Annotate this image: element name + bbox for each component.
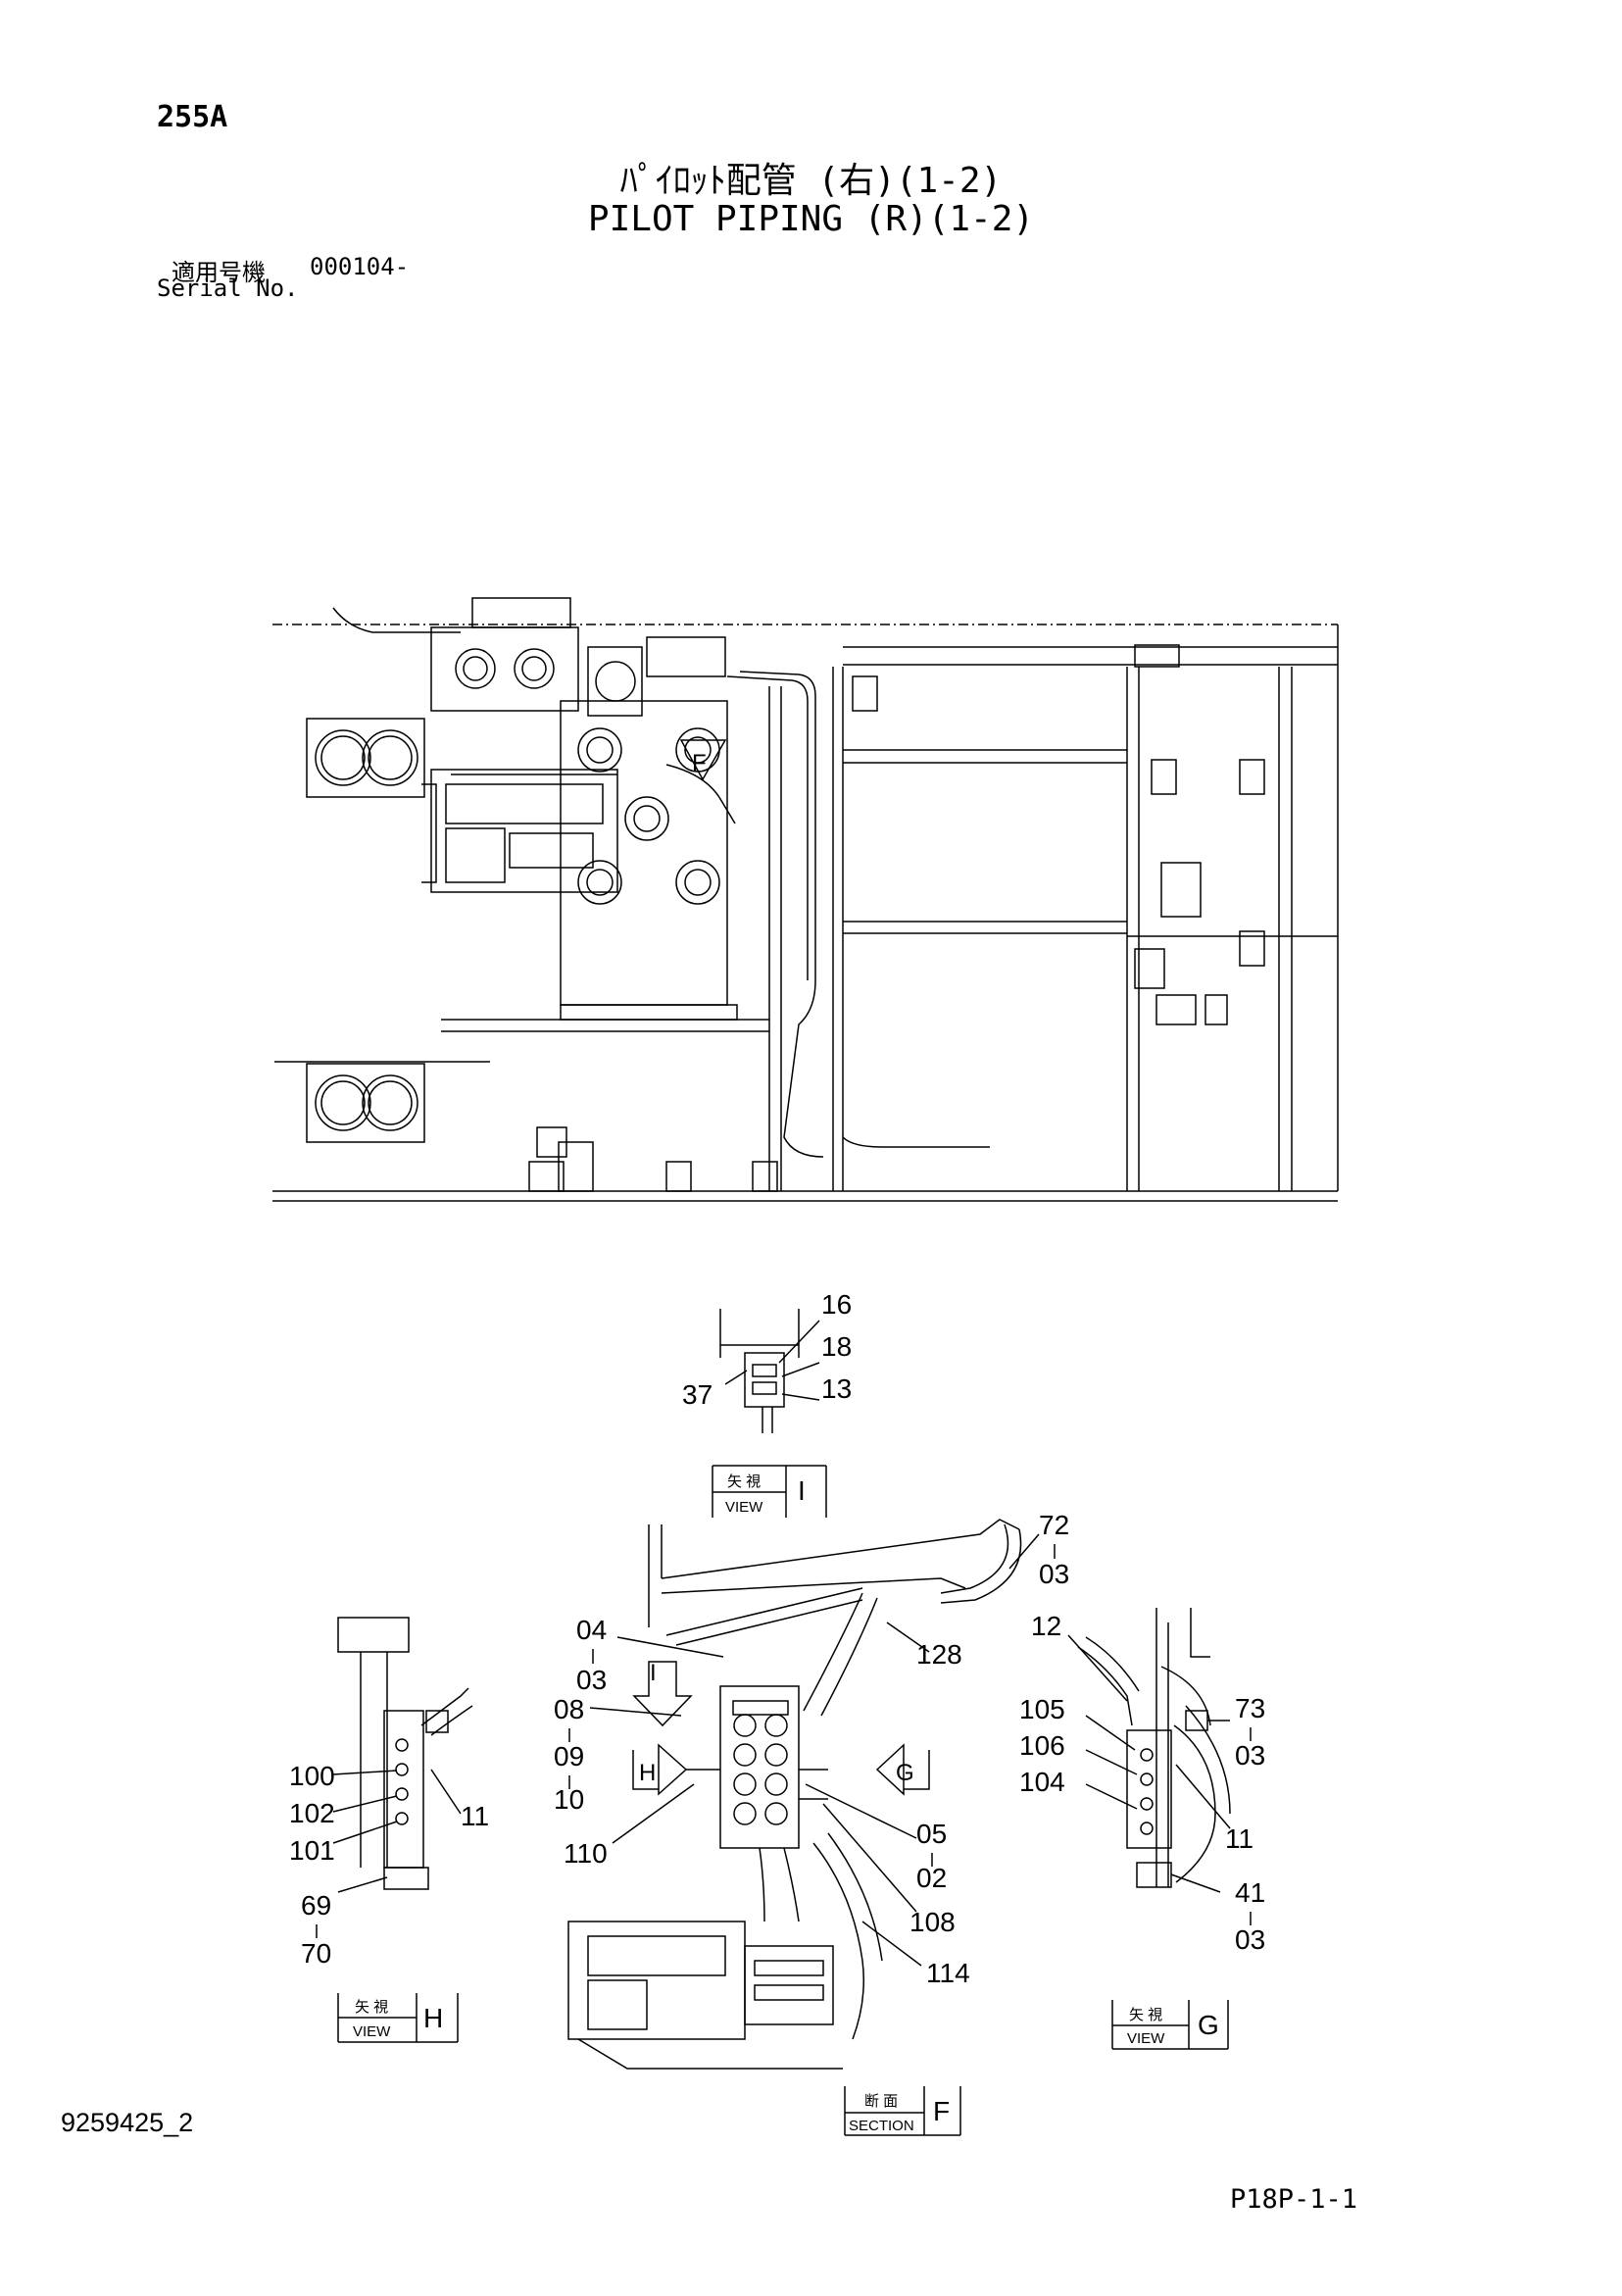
view-h-assembly <box>332 1617 473 1893</box>
section-f-box <box>844 2086 961 2136</box>
view-i-label-jp: 矢 視 <box>727 1473 761 1490</box>
callout-73-sub: 03 <box>1235 1740 1265 1771</box>
callout-105: 105 <box>1019 1694 1065 1724</box>
view-h-letter: H <box>423 2003 443 2033</box>
callout-73: 73 <box>1235 1693 1265 1723</box>
detail-top-assembly <box>719 1309 820 1433</box>
callout-12: 12 <box>1031 1611 1061 1641</box>
callout-114: 114 <box>926 1958 970 1988</box>
callout-102: 102 <box>289 1798 335 1828</box>
page-reference: P18P-1-1 <box>1230 2184 1358 2215</box>
callout-70: 70 <box>301 1938 331 1969</box>
callout-18: 18 <box>821 1331 852 1362</box>
callout-09: 09 <box>554 1741 584 1772</box>
callout-108: 108 <box>909 1907 956 1937</box>
callout-37: 37 <box>682 1379 713 1410</box>
section-f-assembly <box>567 1519 1040 2070</box>
main-plan-view <box>272 597 1339 1202</box>
callout-72: 72 <box>1039 1510 1069 1540</box>
view-h-label-jp: 矢 視 <box>355 1999 388 2016</box>
view-g-box <box>1111 2000 1229 2050</box>
callout-08: 08 <box>554 1694 584 1724</box>
title-english: PILOT PIPING (R)(1-2) <box>587 199 1035 239</box>
callout-69: 69 <box>301 1890 331 1921</box>
callout-41: 41 <box>1235 1877 1265 1908</box>
callout-05: 05 <box>916 1819 947 1849</box>
section-f-letter: F <box>933 2096 950 2126</box>
view-mark-i: I <box>650 1660 657 1686</box>
callout-128: 128 <box>916 1639 962 1670</box>
section-f-label-en: SECTION <box>849 2118 914 2134</box>
view-g-label-en: VIEW <box>1127 2030 1165 2047</box>
serial-label-english: Serial No. <box>157 275 299 302</box>
view-g-assembly <box>1067 1608 1231 1893</box>
callout-110: 110 <box>564 1838 608 1869</box>
view-mark-h: H <box>639 1760 656 1786</box>
serial-label-japanese: 適用号機 <box>172 259 266 286</box>
section-f-label-jp: 断 面 <box>864 2093 898 2110</box>
view-g-label-jp: 矢 視 <box>1129 2007 1162 2023</box>
callout-04-sub: 03 <box>576 1665 607 1695</box>
view-i-letter: I <box>798 1475 806 1506</box>
callout-16: 16 <box>821 1289 852 1320</box>
callout-11-view-g: 11 <box>1225 1823 1253 1854</box>
callout-106: 106 <box>1019 1730 1065 1761</box>
callout-04: 04 <box>576 1615 607 1645</box>
view-i-label-en: VIEW <box>725 1499 763 1516</box>
view-mark-g: G <box>896 1760 914 1786</box>
model-code: 255A <box>157 100 228 134</box>
callout-101: 101 <box>289 1835 335 1866</box>
callout-104: 104 <box>1019 1767 1065 1797</box>
title-japanese: ﾊﾟｲﾛｯﾄ配管 (右)(1-2) <box>619 161 1003 201</box>
callout-100: 100 <box>289 1761 335 1791</box>
callout-11-view-h: 11 <box>461 1801 489 1831</box>
callout-02: 02 <box>916 1863 947 1893</box>
callout-41-sub: 03 <box>1235 1924 1265 1955</box>
view-i-box <box>712 1465 827 1518</box>
view-g-letter: G <box>1198 2010 1219 2040</box>
view-h-box <box>337 1993 459 2043</box>
section-arrow-label-f: F <box>692 750 707 776</box>
document-number: 9259425_2 <box>61 2108 194 2137</box>
view-h-label-en: VIEW <box>353 2023 391 2040</box>
callout-13: 13 <box>821 1373 852 1404</box>
serial-number-value: 000104- <box>310 253 410 280</box>
callout-10: 10 <box>554 1784 584 1815</box>
callout-72-sub: 03 <box>1039 1559 1069 1589</box>
